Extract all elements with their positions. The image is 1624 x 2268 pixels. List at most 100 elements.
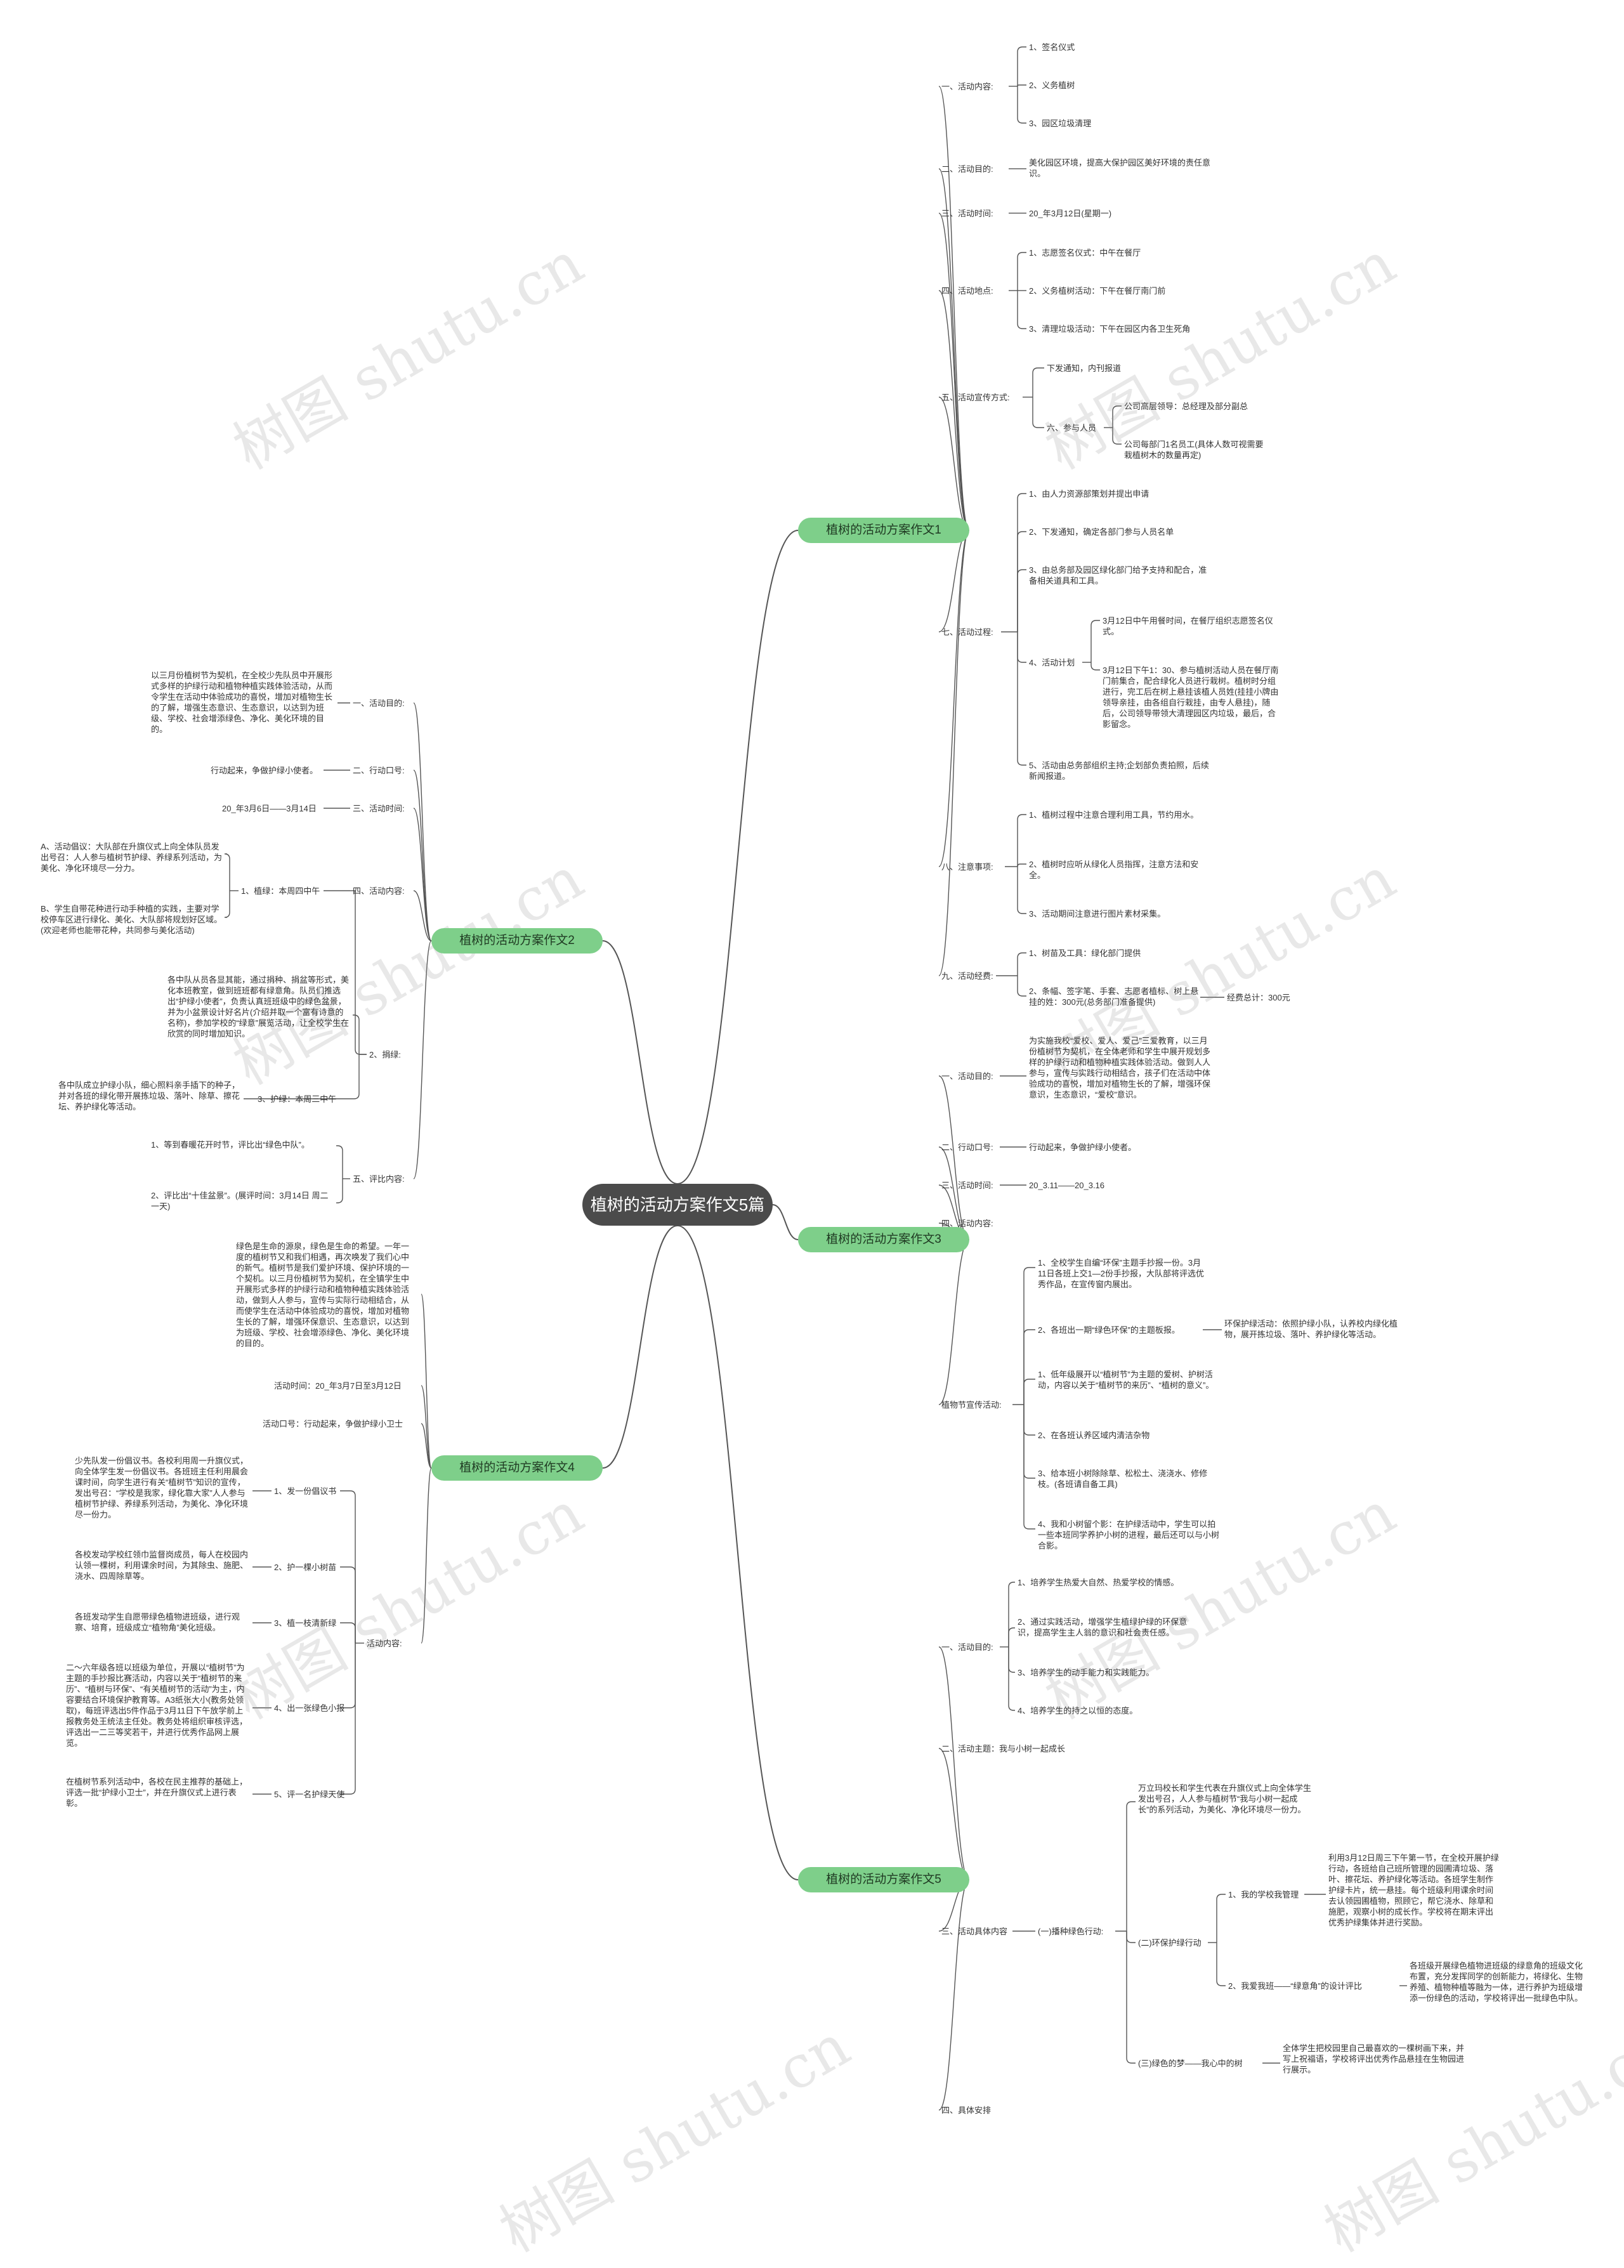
b3-time-text: 20_3.11——20_3.16 xyxy=(1029,1181,1105,1190)
b1-promo: 五、活动宣传方式: xyxy=(941,393,1010,402)
b4-item-text: 二～六年级各班以班级为单位，开展以“植树节”为主题的手抄报比赛活动，内容以关于“… xyxy=(66,1663,248,1748)
branch-essay-1[interactable]: 植树的活动方案作文1 xyxy=(798,518,969,543)
b2-goal: 一、活动目的: xyxy=(353,698,405,708)
connector-line xyxy=(1017,84,1026,87)
connector-line xyxy=(1017,86,1026,124)
connector-line xyxy=(224,853,230,891)
b4-content: 活动内容: xyxy=(367,1639,402,1648)
b1-place-item: 3、清理垃圾活动：下午在园区内各卫生死角 xyxy=(1029,324,1191,334)
connector-line xyxy=(1017,252,1026,291)
b1-participants: 六、参与人员 xyxy=(1047,423,1097,433)
b2-review-item: 1、等到春暖花开时节，评比出“绿色中队”。 xyxy=(151,1140,310,1150)
b3-week-item: 1、全校学生自编“环保”主题手抄报一份。3月11日各班上交1—2份手抄报，大队部… xyxy=(1038,1258,1204,1289)
connector-line xyxy=(938,530,970,867)
branch-essay-4[interactable]: 植树的活动方案作文4 xyxy=(431,1455,603,1481)
b1-participants-item: 公司每部门1名员工(具体人数可视需要栽植树木的数量再定) xyxy=(1124,440,1264,460)
b3-week: 植物节宣传活动: xyxy=(941,1400,1002,1410)
connector-line xyxy=(938,1879,970,2111)
b5-goal-item: 1、培养学生热爱大自然、热爱学校的情感。 xyxy=(1018,1578,1179,1587)
connector-line xyxy=(1017,291,1026,329)
b4-item: 3、植一枝清新绿 xyxy=(274,1618,337,1628)
b1-notes-item: 2、植树时应听从绿化人员指挥，注意方法和安全。 xyxy=(1029,860,1199,880)
connector-line xyxy=(1017,493,1026,632)
b1-process-item: 2、下发通知，确定各部门参与人员名单 xyxy=(1029,527,1174,537)
connector-line xyxy=(938,1075,970,1240)
root-topic[interactable]: 植树的活动方案作文5篇 xyxy=(582,1184,773,1226)
connector-line xyxy=(340,1566,356,1643)
connector-line xyxy=(1023,1379,1035,1405)
connector-line xyxy=(1032,367,1044,397)
connector-line xyxy=(677,1225,799,1880)
b5-goal-item: 3、培养学生的动手能力和实践能力。 xyxy=(1018,1668,1155,1677)
connector-line xyxy=(1126,1801,1136,1931)
connector-line xyxy=(413,940,432,1179)
b3-content: 四、活动内容: xyxy=(941,1219,993,1228)
mind-map-connectors xyxy=(224,46,1407,2111)
connector-line xyxy=(938,86,970,531)
branch-essay-5[interactable]: 植树的活动方案作文5 xyxy=(798,1867,969,1892)
connector-line xyxy=(421,1385,432,1469)
b2-time-text: 20_年3月6日——3月14日 xyxy=(222,804,317,813)
connector-line xyxy=(340,1490,356,1643)
branch-essay-2[interactable]: 植树的活动方案作文2 xyxy=(431,928,603,954)
b1-goal-text: 美化园区环境，提高大保护园区美好环境的责任意识。 xyxy=(1029,158,1211,178)
b1-notes-item: 3、活动期间注意进行图片素材采集。 xyxy=(1029,909,1166,919)
b1-content-item: 3、园区垃圾清理 xyxy=(1029,119,1092,128)
b3-goal-text: 为实施我校“爱校、爱人、爱己”三爱教育，以三月份植树节为契机，在全体老师和学生中… xyxy=(1029,1036,1211,1099)
b2-plant-a: A、活动倡议：大队部在升旗仪式上向全体队员发出号召：人人参与植树节护绿、养绿系列… xyxy=(41,842,223,873)
connector-line xyxy=(677,530,799,1184)
b2-review: 五、评比内容: xyxy=(353,1174,405,1184)
connector-line xyxy=(1017,867,1026,914)
b1-process-item: 3、由总务部及园区绿化部门给予支持和配合，准备相关道具和工具。 xyxy=(1029,565,1207,586)
b2-content: 四、活动内容: xyxy=(353,886,405,896)
connector-line xyxy=(1126,1931,1136,1943)
b4-item-text: 各校发动学校红领巾监督岗成员，每人在校园内认领一棵树，利用课余时间，为其除虫、施… xyxy=(75,1550,249,1581)
b1-place-item: 2、义务植树活动：下午在餐厅南门前 xyxy=(1029,286,1166,296)
b1-process-item: 4、活动计划 xyxy=(1029,658,1075,667)
b1-place-item: 1、志愿签名仪式：中午在餐厅 xyxy=(1029,248,1141,258)
b1-budget: 九、活动经费: xyxy=(941,971,993,981)
b4-item: 4、出一张绿色小报 xyxy=(274,1703,345,1713)
connector-line xyxy=(1017,976,1026,997)
b5-manage-text: 利用3月12日周三下午第一节，在全校开展护绿行动，各班给自己班所管理的园圃清垃圾… xyxy=(1328,1853,1499,1927)
connector-line xyxy=(1017,46,1026,86)
connector-line xyxy=(340,1643,356,1708)
b2-plant-b: B、学生自带花种进行动手种植的实践，主要对学校停车区进行绿化、美化、大队部将规划… xyxy=(41,904,223,935)
connector-line xyxy=(1023,1405,1035,1530)
connector-line xyxy=(353,1014,360,1054)
connector-line xyxy=(1008,1647,1015,1673)
b2-plant: 1、植绿：本周四中午 xyxy=(241,886,320,896)
b4-item-text: 少先队发一份倡议书。各校利用周一升旗仪式，向全体学生发一份倡议书。各班班主任利用… xyxy=(75,1456,249,1519)
b4-item: 2、护一棵小树苗 xyxy=(274,1563,337,1572)
b4-item: 1、发一份倡议书 xyxy=(274,1486,337,1496)
connector-line xyxy=(938,1239,970,1405)
connector-line xyxy=(336,1145,343,1179)
b1-process-item: 1、由人力资源部策划并提出申请 xyxy=(1029,489,1149,499)
b1-participants-item: 公司高层领导：总经理及部分副总 xyxy=(1124,402,1248,411)
branch-essay-3[interactable]: 植树的活动方案作文3 xyxy=(798,1227,969,1252)
b4-time-text: 活动时间：20_年3月7日至3月12日 xyxy=(274,1381,402,1391)
connector-line xyxy=(772,1204,799,1240)
b1-budget-item: 2、条幅、签字笔、手套、志愿者植标、树上悬挂的姓：300元(总务部门准备提供) xyxy=(1029,987,1199,1007)
b4-item-text: 各班发动学生自愿带绿色植物进班级，进行观察、培育，班级成立“植物角”美化班级。 xyxy=(75,1612,240,1632)
b5-goal: 一、活动目的: xyxy=(941,1642,993,1652)
connector-line xyxy=(1017,632,1026,663)
connector-line xyxy=(413,808,432,941)
b3-slogan: 二、行动口号: xyxy=(941,1143,993,1152)
b1-content: 一、活动内容: xyxy=(941,82,993,91)
b2-protect-text: 各中队成立护绿小队，细心照料亲手插下的种子，并对各班的绿化带开展拣垃圾、落叶、除… xyxy=(58,1080,240,1111)
b1-time-text: 20_年3月12日(星期一) xyxy=(1029,209,1112,218)
b5-cheer: (一)播种绿色行动: xyxy=(1038,1927,1104,1936)
connector-line xyxy=(1112,428,1122,445)
connector-line xyxy=(413,890,432,941)
b5-dream: (三)绿色的梦——我心中的树 xyxy=(1138,2059,1243,2068)
b2-protect: 3、护绿：本周三中午 xyxy=(258,1094,337,1104)
connector-line xyxy=(1017,863,1026,867)
connector-line xyxy=(1008,1627,1015,1647)
b4-item: 5、评一名护绿天使 xyxy=(274,1790,345,1799)
b5-dream-text: 全体学生把校园里自己最喜欢的一棵树画下来，并写上祝福语，学校将评出优秀作品悬挂在… xyxy=(1283,2043,1465,2075)
b1-notes-item: 1、植树过程中注意合理利用工具，节约用水。 xyxy=(1029,810,1199,820)
connector-line xyxy=(255,1054,360,1099)
connector-line xyxy=(340,1622,356,1643)
b1-process-item: 5、活动由总务部组织主持;企划部负责拍照，后续新闻报道。 xyxy=(1029,761,1209,781)
